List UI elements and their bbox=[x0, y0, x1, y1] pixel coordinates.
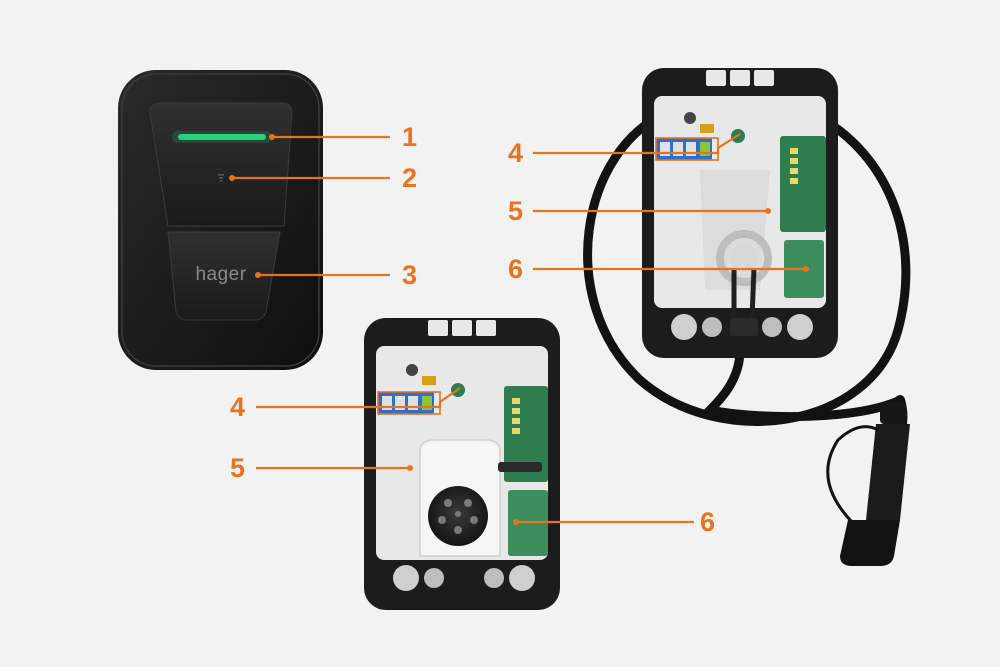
callout-number-3: 3 bbox=[402, 260, 417, 290]
left-cable-glands bbox=[393, 565, 535, 591]
right-open-unit bbox=[642, 68, 838, 358]
callout-5-left: 5 bbox=[230, 453, 413, 483]
callout-6-right: 6 bbox=[508, 254, 809, 284]
callout-number-6-left: 6 bbox=[700, 507, 715, 537]
left-screw bbox=[406, 364, 418, 376]
right-socket-mount bbox=[716, 230, 772, 336]
right-terminal-block bbox=[656, 138, 712, 160]
leader-dot-2 bbox=[229, 175, 235, 181]
left-pcb-pads bbox=[512, 398, 520, 434]
callout-number-4-left: 4 bbox=[230, 392, 245, 422]
left-terminal-block bbox=[378, 392, 434, 414]
callout-4-right: 4 bbox=[508, 133, 741, 168]
left-open-unit bbox=[364, 318, 560, 610]
leader-dot-1 bbox=[269, 134, 275, 140]
leader-dot-6-right bbox=[803, 266, 809, 272]
front-upper-panel bbox=[149, 102, 293, 227]
callout-number-4-right: 4 bbox=[508, 138, 523, 168]
cable-plug bbox=[826, 402, 910, 566]
callout-number-5-right: 5 bbox=[508, 196, 523, 226]
right-top-tabs bbox=[706, 70, 774, 86]
left-socket-pins bbox=[438, 499, 478, 534]
callout-number-6-right: 6 bbox=[508, 254, 523, 284]
callout-3: 3 bbox=[255, 260, 417, 290]
right-cable-glands bbox=[671, 314, 813, 340]
callout-5-right: 5 bbox=[508, 196, 771, 226]
leader-dot-5-right bbox=[765, 208, 771, 214]
front-lower-panel bbox=[167, 231, 281, 321]
left-socket-housing bbox=[419, 439, 542, 557]
callout-number-2: 2 bbox=[402, 163, 417, 193]
indicator-icon bbox=[218, 174, 224, 182]
callout-1: 1 bbox=[269, 122, 417, 152]
leader-dot-3 bbox=[255, 272, 261, 278]
right-pcb bbox=[780, 136, 826, 232]
left-top-tabs bbox=[428, 320, 496, 336]
leader-dot-5-left bbox=[407, 465, 413, 471]
front-unit: hager bbox=[118, 70, 323, 370]
highlight-box-4-right bbox=[655, 137, 719, 161]
callout-number-5-left: 5 bbox=[230, 453, 245, 483]
led-strip bbox=[178, 134, 266, 140]
callout-number-1: 1 bbox=[402, 122, 417, 152]
led-glow bbox=[172, 131, 272, 143]
callout-6-left: 6 bbox=[513, 507, 715, 537]
brand-logo: hager bbox=[195, 264, 246, 285]
callout-4-left: 4 bbox=[230, 387, 461, 422]
callout-layer: 1 2 3 4 5 6 bbox=[229, 122, 809, 537]
right-screw bbox=[684, 112, 696, 124]
leader-dot-6-left bbox=[513, 519, 519, 525]
callout-2: 2 bbox=[229, 163, 417, 193]
front-housing-bezel bbox=[121, 73, 320, 367]
right-pcb-pads bbox=[790, 148, 798, 184]
highlight-box-4-left bbox=[377, 391, 441, 415]
